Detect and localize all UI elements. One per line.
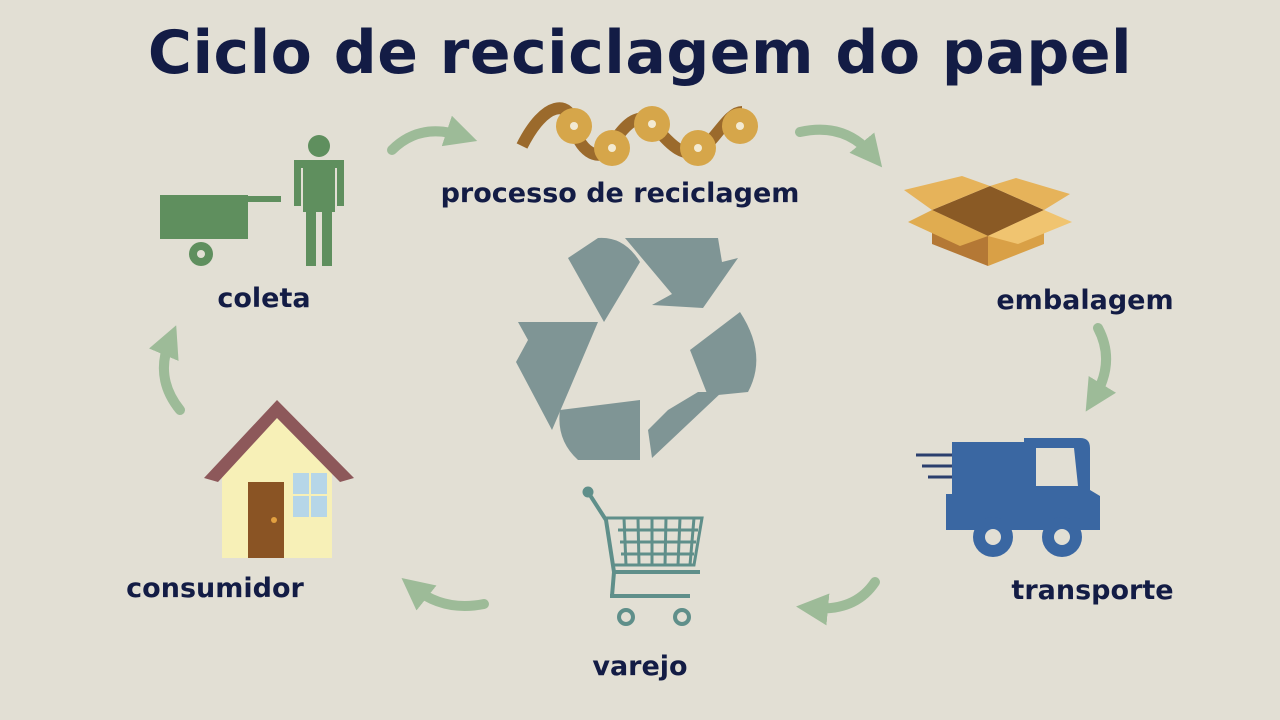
arrow-embalagem-to-transporte [1085,323,1116,412]
house-icon [204,400,354,558]
arrow-processo-to-embalagem [795,124,883,168]
cart-and-person-icon [160,135,344,266]
shopping-cart-icon [582,486,704,626]
arrow-varejo-to-consumidor [401,578,489,611]
stage-label-processo: processo de reciclagem [440,178,800,209]
stage-label-varejo: varejo [592,651,688,682]
stage-label-embalagem: embalagem [996,285,1174,316]
arrow-consumidor-to-coleta [149,325,185,415]
arrow-coleta-to-processo [387,115,478,155]
stage-label-consumidor: consumidor [126,573,304,604]
stage-label-coleta: coleta [217,283,311,314]
cardboard-box-icon [904,176,1072,266]
cycle-arrows [149,115,1116,626]
delivery-truck-icon [916,438,1100,557]
page-title: Ciclo de reciclagem do papel [147,18,1133,88]
arrow-transporte-to-varejo [796,577,880,626]
stage-label-transporte: transporte [1011,575,1174,606]
recycling-symbol-icon [516,237,757,460]
paper-rollers-icon [516,102,758,166]
